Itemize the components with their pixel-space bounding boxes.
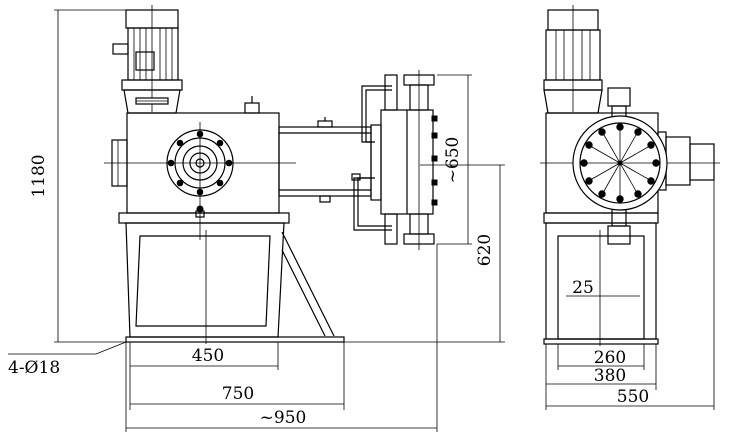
front-pipes — [351, 85, 392, 231]
dim-overall-length: ~950 — [260, 408, 307, 428]
front-gearbox — [111, 96, 280, 218]
side-dimension-lines — [545, 180, 715, 410]
side-base-frame — [543, 212, 659, 346]
dim-side-base-inner: 260 — [594, 348, 626, 368]
side-motor — [545, 5, 601, 112]
front-reducer — [121, 79, 183, 114]
front-base-frame — [118, 212, 345, 344]
dim-frame-width: 750 — [222, 384, 254, 404]
dim-height-total: 1180 — [29, 154, 49, 197]
front-flange — [104, 122, 296, 240]
dim-diaphragm-height: ~650 — [443, 137, 463, 184]
dim-side-overall: 550 — [617, 387, 649, 407]
front-motor — [112, 5, 179, 112]
front-view — [8, 5, 505, 432]
dim-side-offset: 25 — [572, 278, 594, 298]
front-dimension-lines — [8, 9, 505, 432]
side-view — [540, 5, 720, 410]
dim-side-base-outer: 380 — [594, 366, 626, 386]
front-connecting-housing — [278, 117, 372, 203]
side-diaphragm-disc — [572, 87, 668, 245]
dim-bolt-holes: 4-Ø18 — [8, 358, 60, 378]
dim-base-width: 450 — [192, 346, 224, 366]
front-pump-head — [370, 70, 438, 250]
dim-inlet-height: 620 — [475, 234, 495, 266]
